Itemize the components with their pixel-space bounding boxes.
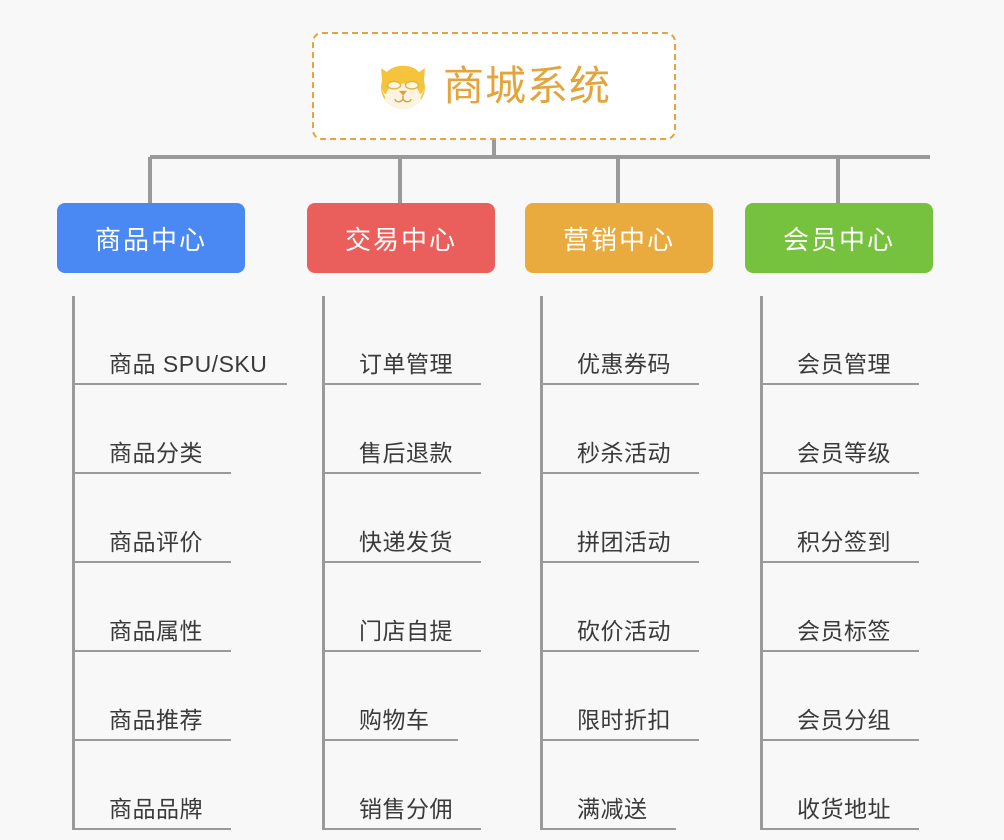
- dog-face-icon: [381, 65, 425, 110]
- leaf-item[interactable]: 砍价活动: [543, 563, 713, 652]
- leaf-underline: [325, 828, 481, 830]
- leaf-item-label: 快递发货: [359, 529, 453, 555]
- leaf-item-label: 售后退款: [359, 440, 453, 466]
- leaf-list-1: 订单管理售后退款快递发货门店自提购物车销售分佣: [322, 296, 495, 830]
- leaf-item-label: 商品 SPU/SKU: [109, 351, 268, 377]
- branch-header-label: 交易中心: [344, 224, 457, 255]
- leaf-item[interactable]: 门店自提: [325, 563, 495, 652]
- leaf-item-label: 积分签到: [797, 529, 891, 555]
- leaf-item-label: 订单管理: [359, 351, 453, 377]
- branch-header-label: 营销中心: [562, 224, 675, 255]
- leaf-item-label: 秒杀活动: [577, 440, 671, 466]
- leaf-list-0: 商品 SPU/SKU 商品分类商品评价商品属性商品推荐商品品牌: [72, 296, 287, 830]
- leaf-underline: [75, 383, 287, 385]
- leaf-item-label: 优惠券码: [577, 351, 671, 377]
- leaf-item[interactable]: 订单管理: [325, 296, 495, 385]
- leaf-underline: [75, 472, 231, 474]
- leaf-underline: [325, 561, 481, 563]
- leaf-underline: [763, 472, 919, 474]
- branch-header-3[interactable]: 会员中心: [745, 203, 933, 273]
- leaf-item-label: 门店自提: [359, 618, 453, 644]
- leaf-underline: [325, 472, 481, 474]
- leaf-item[interactable]: 拼团活动: [543, 474, 713, 563]
- leaf-underline: [763, 828, 919, 830]
- leaf-item-label: 购物车: [359, 707, 430, 733]
- branch-column-1: 交易中心 订单管理售后退款快递发货门店自提购物车销售分佣: [307, 203, 495, 830]
- leaf-item-label: 限时折扣: [577, 707, 671, 733]
- leaf-underline: [763, 561, 919, 563]
- leaf-item-label: 销售分佣: [359, 796, 453, 822]
- leaf-item[interactable]: 会员标签: [763, 563, 933, 652]
- leaf-item[interactable]: 会员分组: [763, 652, 933, 741]
- branch-header-0[interactable]: 商品中心: [57, 203, 245, 273]
- leaf-item-label: 满减送: [577, 796, 648, 822]
- leaf-underline: [763, 650, 919, 652]
- leaf-item[interactable]: 快递发货: [325, 474, 495, 563]
- leaf-underline: [325, 739, 458, 741]
- branch-header-label: 会员中心: [782, 224, 895, 255]
- branch-header-label: 商品中心: [94, 224, 207, 255]
- leaf-item-label: 商品评价: [109, 529, 203, 555]
- root-title: 商城系统: [443, 62, 611, 109]
- leaf-item[interactable]: 商品 SPU/SKU: [75, 296, 287, 385]
- leaf-underline: [75, 650, 231, 652]
- leaf-item[interactable]: 销售分佣: [325, 741, 495, 830]
- leaf-item[interactable]: 积分签到: [763, 474, 933, 563]
- leaf-underline: [543, 561, 699, 563]
- leaf-item[interactable]: 购物车: [325, 652, 495, 741]
- leaf-underline: [543, 383, 699, 385]
- leaf-item[interactable]: 秒杀活动: [543, 385, 713, 474]
- leaf-item[interactable]: 会员等级: [763, 385, 933, 474]
- leaf-list-3: 会员管理会员等级积分签到会员标签会员分组收货地址: [760, 296, 933, 830]
- branch-column-0: 商品中心 商品 SPU/SKU 商品分类商品评价商品属性商品推荐商品品牌: [57, 203, 287, 830]
- leaf-item[interactable]: 商品推荐: [75, 652, 245, 741]
- leaf-item-label: 商品推荐: [109, 707, 203, 733]
- leaf-item-label: 商品属性: [109, 618, 203, 644]
- leaf-underline: [763, 739, 919, 741]
- leaf-underline: [75, 828, 231, 830]
- leaf-item[interactable]: 收货地址: [763, 741, 933, 830]
- leaf-underline: [763, 383, 919, 385]
- leaf-item[interactable]: 满减送: [543, 741, 713, 830]
- leaf-item-label: 会员等级: [797, 440, 891, 466]
- leaf-underline: [543, 828, 676, 830]
- leaf-item-label: 会员管理: [797, 351, 891, 377]
- leaf-underline: [325, 383, 481, 385]
- leaf-item[interactable]: 商品品牌: [75, 741, 245, 830]
- leaf-list-2: 优惠券码秒杀活动拼团活动砍价活动限时折扣满减送: [540, 296, 713, 830]
- leaf-underline: [75, 739, 231, 741]
- branch-header-1[interactable]: 交易中心: [307, 203, 495, 273]
- leaf-item-label: 会员分组: [797, 707, 891, 733]
- leaf-underline: [543, 739, 699, 741]
- leaf-item-label: 商品品牌: [109, 796, 203, 822]
- leaf-item-label: 收货地址: [797, 796, 891, 822]
- branch-header-2[interactable]: 营销中心: [525, 203, 713, 273]
- leaf-item-label: 拼团活动: [577, 529, 671, 555]
- leaf-item[interactable]: 商品属性: [75, 563, 245, 652]
- leaf-item-label: 商品分类: [109, 440, 203, 466]
- leaf-item[interactable]: 会员管理: [763, 296, 933, 385]
- leaf-item-label: 会员标签: [797, 618, 891, 644]
- branch-column-3: 会员中心 会员管理会员等级积分签到会员标签会员分组收货地址: [745, 203, 933, 830]
- root-node[interactable]: 商城系统: [312, 32, 676, 140]
- leaf-item[interactable]: 商品分类: [75, 385, 245, 474]
- leaf-item[interactable]: 限时折扣: [543, 652, 713, 741]
- branch-column-2: 营销中心 优惠券码秒杀活动拼团活动砍价活动限时折扣满减送: [525, 203, 713, 830]
- leaf-item[interactable]: 优惠券码: [543, 296, 713, 385]
- leaf-item[interactable]: 售后退款: [325, 385, 495, 474]
- leaf-item-label: 砍价活动: [577, 618, 671, 644]
- leaf-underline: [543, 650, 699, 652]
- leaf-underline: [325, 650, 481, 652]
- leaf-underline: [75, 561, 231, 563]
- leaf-item[interactable]: 商品评价: [75, 474, 245, 563]
- leaf-underline: [543, 472, 699, 474]
